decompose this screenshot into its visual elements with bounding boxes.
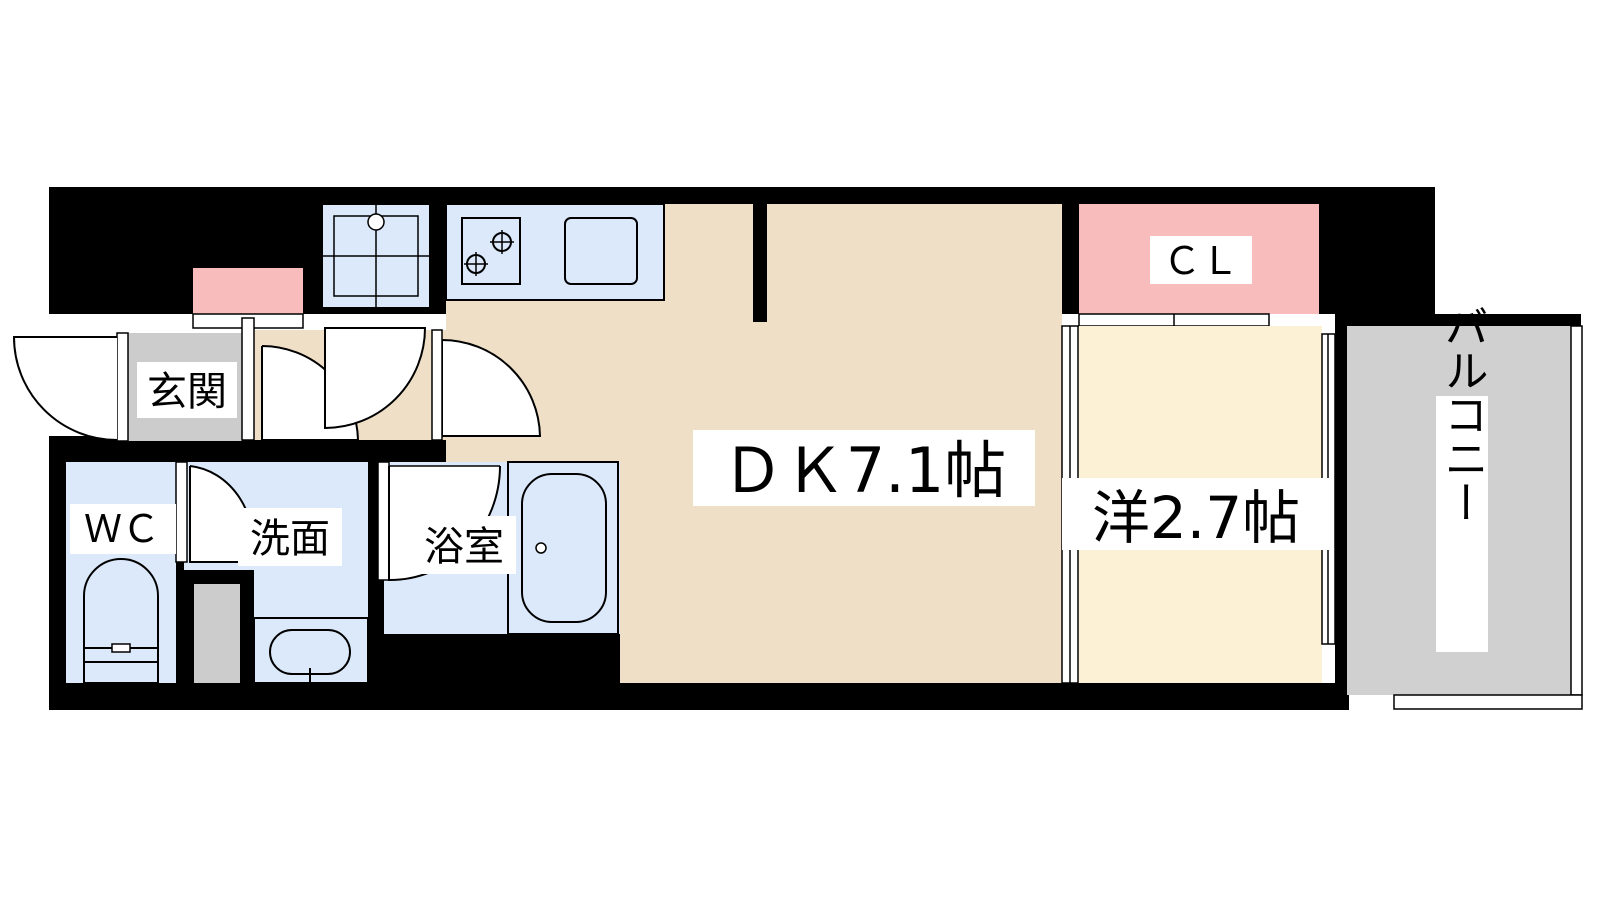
bathroom-label: 浴室 (412, 516, 516, 574)
entrance-label: 玄関 (137, 362, 237, 418)
dk-stub-wall (753, 204, 767, 322)
western-room-label: 洋2.7帖 (1062, 478, 1330, 552)
svg-text:玄関: 玄関 (147, 369, 227, 415)
svg-text:ＣＬ: ＣＬ (1163, 239, 1239, 283)
dk-door[interactable] (441, 339, 542, 437)
svg-text:洋2.7帖: 洋2.7帖 (1092, 484, 1300, 552)
laundry-door[interactable] (324, 327, 427, 430)
kitchen-counter[interactable] (445, 203, 665, 301)
sink-icon (564, 217, 638, 285)
svg-text:バルコニー: バルコニー (1437, 304, 1488, 524)
toilet-icon[interactable] (83, 558, 159, 684)
svg-text:浴室: 浴室 (424, 524, 504, 570)
svg-text:洗面: 洗面 (250, 516, 330, 562)
bathtub-icon[interactable] (507, 461, 619, 635)
entrance-door[interactable] (12, 336, 118, 441)
washroom-label: 洗面 (238, 508, 342, 566)
washing-machine-icon (321, 203, 431, 309)
closet-label: ＣＬ (1150, 236, 1252, 284)
wash-basin-icon[interactable] (253, 617, 369, 684)
toilet-label: ＷＣ (70, 504, 176, 554)
balcony-label: バルコニー (1436, 304, 1488, 652)
svg-text:ＷＣ: ＷＣ (84, 507, 160, 551)
dk-label: ＤＫ7.1帖 (693, 430, 1035, 507)
stove-icon (461, 217, 521, 285)
shoe-cabinet-icon (194, 584, 240, 683)
svg-text:ＤＫ7.1帖: ＤＫ7.1帖 (722, 434, 1007, 507)
storage-icon (193, 268, 303, 315)
